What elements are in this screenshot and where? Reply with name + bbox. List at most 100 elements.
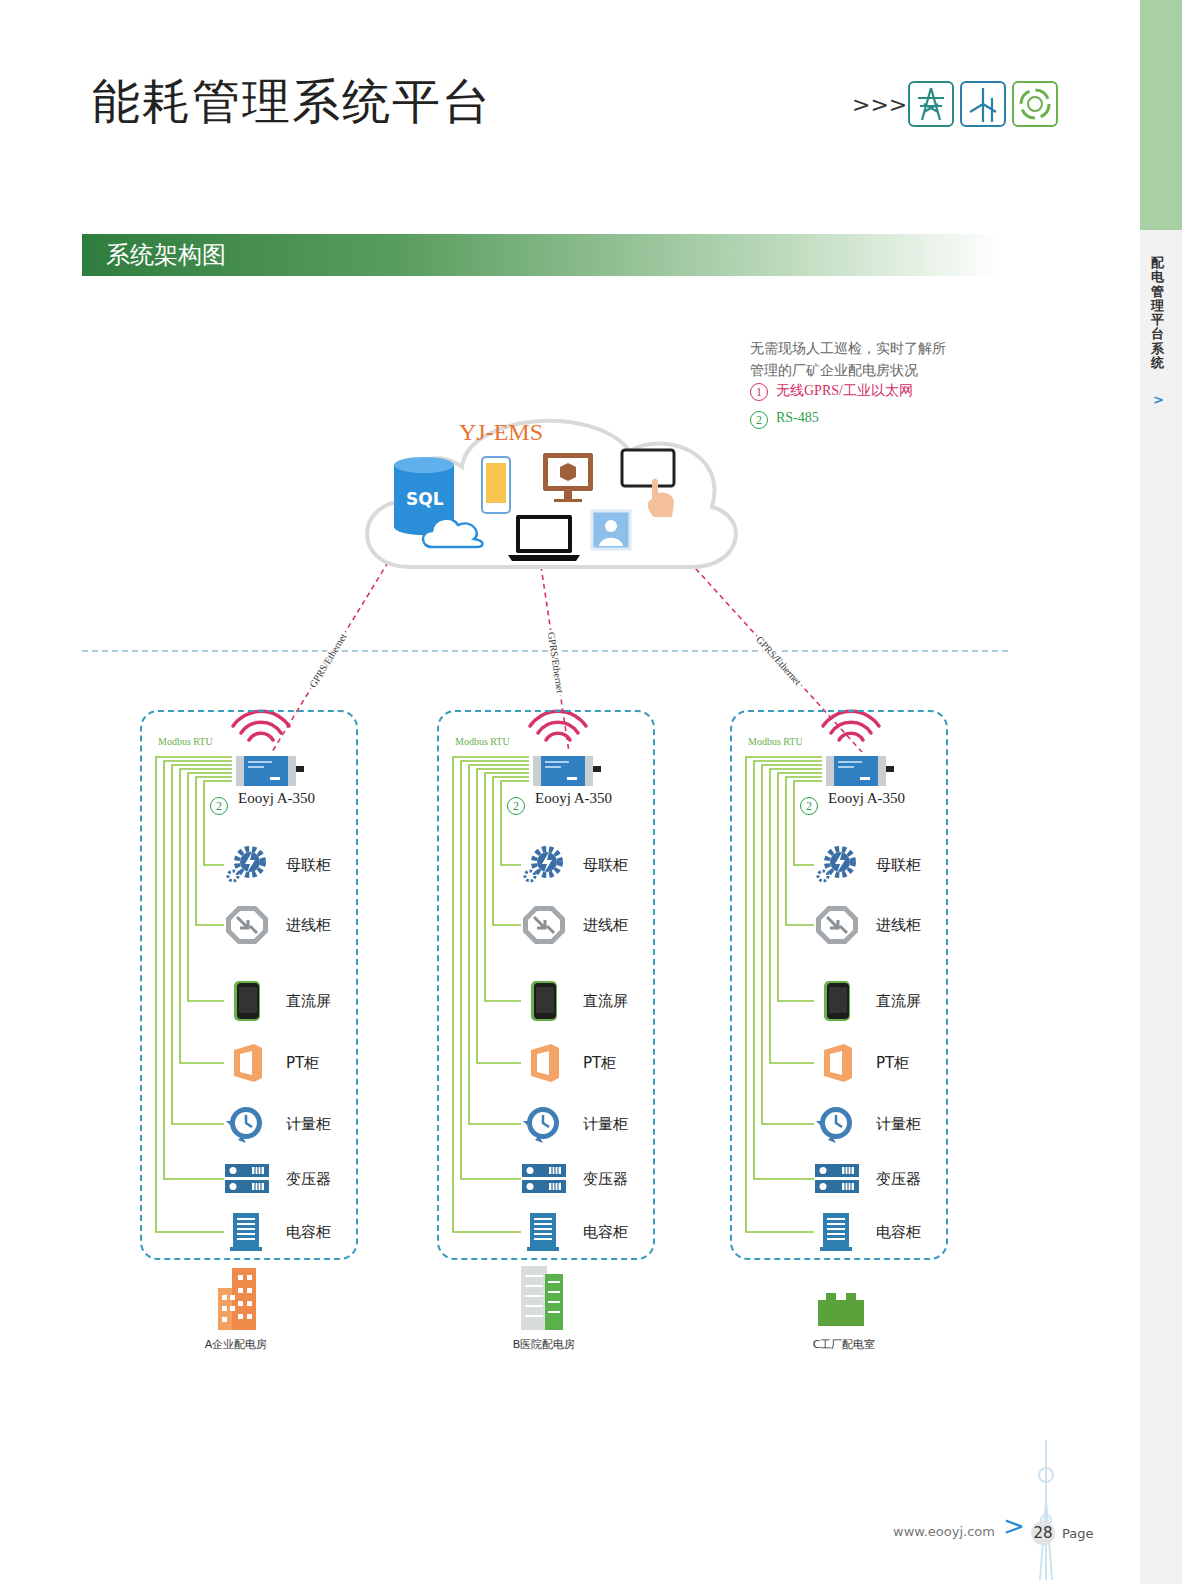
top-icons (909, 82, 1057, 126)
text-label: 配电管理平台系统 (1151, 256, 1164, 370)
cabinet-item: 计量柜 (224, 1103, 331, 1145)
network-link (541, 566, 569, 752)
device-name: Eooyj A-350 (232, 790, 315, 807)
text-label: C工厂配电室 (794, 1337, 894, 1352)
rs485-wire (493, 777, 529, 925)
rs485-wire (461, 761, 529, 1179)
rs485-wire (746, 757, 822, 1232)
link-label: GPRS/Ethernet (306, 630, 350, 692)
cabinet-name: 进线柜 (876, 916, 921, 935)
band-title: 系统架构图 (82, 234, 1002, 271)
cabinet-item: 直流屏 (224, 980, 331, 1022)
cabinet-icon (224, 980, 270, 1022)
wifi-icons (233, 711, 879, 740)
rs485-wire (778, 773, 822, 1001)
cloud-node: YJ-EMS (340, 405, 742, 580)
cabinet-item: PT柜 (224, 1042, 319, 1084)
bus-label: Modbus RTU (158, 736, 213, 747)
site-group-box: Modbus RTU Eooyj A-350 母联柜进线柜直流屏 PT柜计量柜变压器电… (437, 710, 655, 1260)
cabinet-item: PT柜 (521, 1042, 616, 1084)
rs485-wire (196, 777, 232, 925)
callout-number: 2 (210, 797, 228, 815)
cabinet-item: 母联柜 (224, 844, 331, 886)
link-label: GPRS/Ethernet (545, 629, 566, 696)
cabinet-name: 变压器 (286, 1170, 331, 1189)
cabinet-item: 直流屏 (814, 980, 921, 1022)
text-label: > (1003, 1511, 1025, 1541)
cabinet-item: 进线柜 (224, 904, 331, 946)
text-label: Page (1062, 1526, 1093, 1541)
cabinet-icon (521, 844, 567, 886)
page-number: 28 (1031, 1521, 1055, 1545)
cabinet-icon (224, 904, 270, 946)
network-link (272, 562, 388, 752)
link-label: GPRS/Ethernet (753, 633, 805, 689)
cabinet-name: 计量柜 (583, 1115, 628, 1134)
cabinet-item: 母联柜 (521, 844, 628, 886)
callout-number: 2 (750, 411, 768, 429)
gateway-drawing (232, 752, 306, 788)
tower-mark (1039, 1440, 1053, 1580)
cabinet-icon (521, 904, 567, 946)
cabinet-icon (814, 1042, 860, 1084)
cabinet-icon (521, 980, 567, 1022)
cabinet-item: 进线柜 (814, 904, 921, 946)
rs485-wire (501, 781, 529, 865)
cabinet-icon (814, 1103, 860, 1145)
cabinet-item: 变压器 (814, 1158, 921, 1200)
callout-number: 2 (507, 797, 525, 815)
cabinet-icon (224, 1042, 270, 1084)
text-label: 无需现场人工巡检，实时了解所管理的厂矿企业配电房状况 (750, 338, 956, 381)
cabinet-item: PT柜 (814, 1042, 909, 1084)
section-band: 系统架构图 (82, 234, 1002, 276)
cabinet-name: 电容柜 (286, 1223, 331, 1242)
bus-label: Modbus RTU (455, 736, 510, 747)
rs485-wire (485, 773, 529, 1001)
cabinet-item: 变压器 (224, 1158, 331, 1200)
cabinet-name: 变压器 (876, 1170, 921, 1189)
rs485-wire (164, 761, 232, 1179)
cabinet-item: 变压器 (521, 1158, 628, 1200)
gateway-device: Eooyj A-350 (822, 752, 905, 807)
building-icons (218, 1266, 864, 1330)
cabinet-name: 变压器 (583, 1170, 628, 1189)
cabinet-item: 直流屏 (521, 980, 628, 1022)
page-title: 能耗管理系统平台 (92, 70, 492, 134)
callout-number: 1 (750, 383, 768, 401)
rs485-wire (156, 757, 232, 1232)
cloud-title: YJ-EMS (440, 419, 562, 446)
cabinet-name: 母联柜 (286, 856, 331, 875)
cabinet-icon (814, 1211, 860, 1253)
cabinet-name: PT柜 (876, 1054, 909, 1073)
rs485-wire (172, 765, 232, 1124)
rs485-wire (453, 757, 529, 1232)
cabinet-name: 直流屏 (876, 992, 921, 1011)
gateway-drawing (822, 752, 896, 788)
device-name: Eooyj A-350 (822, 790, 905, 807)
callout-number: 2 (800, 797, 818, 815)
rs485-wire (770, 769, 822, 1063)
text-label: B医院配电房 (494, 1337, 594, 1352)
text-label: SQL (406, 489, 444, 509)
cabinet-name: 进线柜 (286, 916, 331, 935)
cabinet-icon (814, 980, 860, 1022)
cabinet-name: 直流屏 (583, 992, 628, 1011)
rs485-wire (204, 781, 232, 865)
cabinet-name: 直流屏 (286, 992, 331, 1011)
text-label: RS-485 (776, 410, 819, 426)
cabinet-name: 进线柜 (583, 916, 628, 935)
cabinet-icon (224, 1103, 270, 1145)
cabinet-icon (224, 1158, 270, 1200)
cabinet-icon (814, 1158, 860, 1200)
cabinet-item: 电容柜 (814, 1211, 921, 1253)
cabinet-item: 电容柜 (521, 1211, 628, 1253)
cabinet-name: 计量柜 (876, 1115, 921, 1134)
rs485-wire (762, 765, 822, 1124)
gateway-device: Eooyj A-350 (529, 752, 612, 807)
text-label: A企业配电房 (186, 1337, 286, 1352)
network-link (690, 562, 862, 752)
cabinet-icon (521, 1211, 567, 1253)
cabinet-icon (814, 844, 860, 886)
cabinet-name: 母联柜 (876, 856, 921, 875)
cabinet-item: 母联柜 (814, 844, 921, 886)
